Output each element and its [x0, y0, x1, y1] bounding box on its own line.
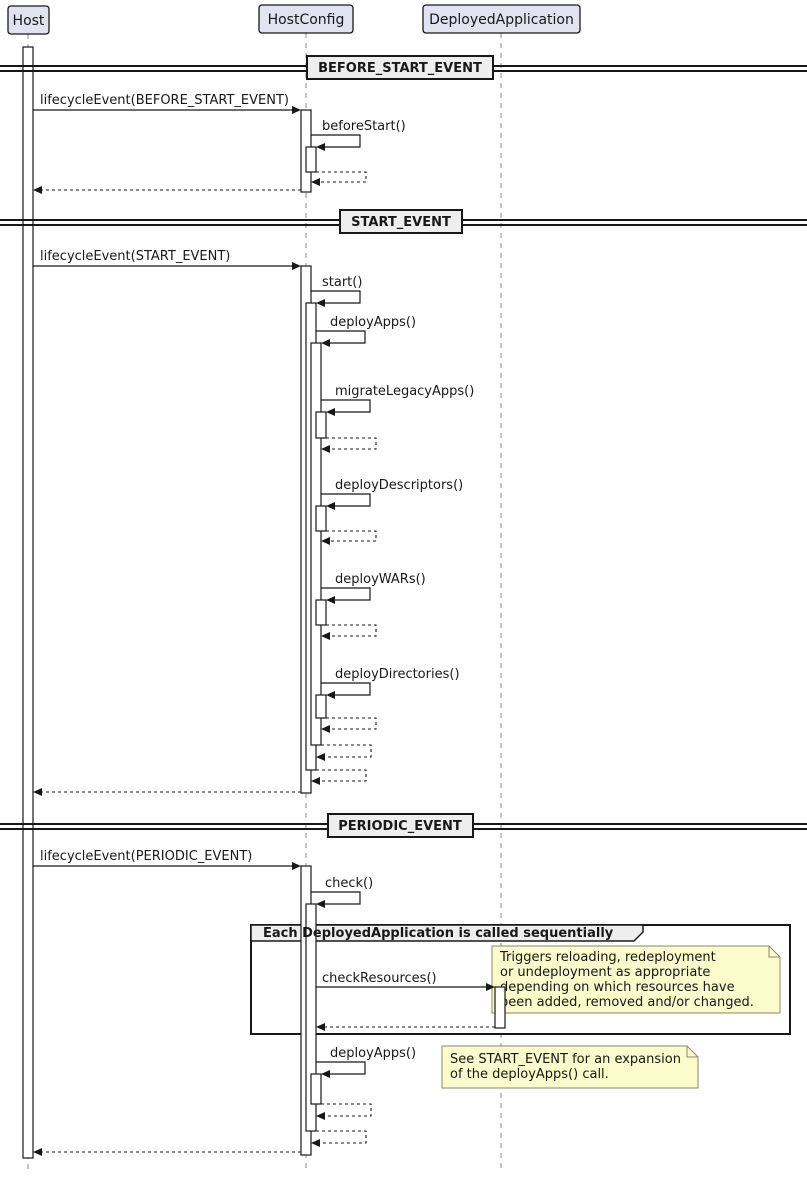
- message-start-self: start(): [311, 275, 362, 307]
- participant-deployedapplication: DeployedApplication: [422, 4, 581, 34]
- return-to-host-periodic: [33, 1148, 301, 1156]
- message-label: start(): [322, 275, 362, 290]
- note-fold: [686, 1046, 698, 1058]
- note-fold: [768, 946, 780, 958]
- activation-bar-host: [22, 46, 34, 1159]
- activation-bar-deployedapplication: [494, 986, 506, 1029]
- group-label: Each DeployedApplication is called seque…: [263, 926, 614, 941]
- participant-box: [258, 4, 354, 34]
- participant-box: [422, 4, 581, 34]
- message-checkresources: checkResources(): [316, 971, 495, 991]
- participant-host: Host: [7, 5, 50, 35]
- note-body: [441, 1045, 699, 1089]
- return-to-host-start: [33, 788, 301, 796]
- note-line: Triggers reloading, redeployment: [499, 950, 716, 965]
- message-beforestart-self: beforeStart(): [311, 119, 406, 151]
- message-label: check(): [325, 876, 373, 891]
- message-label: lifecycleEvent(BEFORE_START_EVENT): [40, 93, 289, 108]
- message-deploydirectories-self: deployDirectories(): [321, 667, 460, 699]
- participant-box: [7, 5, 50, 35]
- return-check: [311, 1130, 367, 1147]
- return-to-host-before: [33, 186, 301, 194]
- message-label: deployWARs(): [335, 572, 426, 587]
- return-deploydirectories: [321, 717, 377, 733]
- return-deploywars: [321, 624, 377, 640]
- divider-label: START_EVENT: [351, 215, 451, 230]
- group-frame-label: Each DeployedApplication is called seque…: [263, 926, 614, 941]
- return-deployapps-periodic: [316, 1103, 372, 1120]
- message-deploydescriptors-self: deployDescriptors(): [321, 478, 463, 510]
- message-check-self: check(): [311, 876, 373, 908]
- message-deploywars-self: deployWARs(): [321, 572, 426, 604]
- activation-bar-deploydescriptors: [315, 505, 327, 532]
- message-label: deployApps(): [330, 1046, 416, 1061]
- message-label: lifecycleEvent(START_EVENT): [40, 249, 230, 264]
- activation-bar-deploydirectories: [315, 694, 327, 719]
- divider-box: [327, 813, 474, 838]
- participant-label: Host: [13, 13, 45, 29]
- message-lifecycle-periodic: lifecycleEvent(PERIODIC_EVENT): [33, 849, 301, 870]
- divider-start-event: START_EVENT: [0, 209, 807, 234]
- message-migratelegacyapps-self: migrateLegacyApps(): [321, 384, 474, 416]
- activation-bar-deployapps-periodic: [310, 1073, 322, 1105]
- message-lifecycle-start: lifecycleEvent(START_EVENT): [33, 249, 301, 270]
- note-line: depending on which resources have: [500, 980, 735, 995]
- group-frame-header: [250, 924, 644, 942]
- divider-box: [306, 55, 494, 80]
- return-migratelegacyapps: [321, 437, 377, 453]
- return-deployapps: [316, 744, 372, 761]
- note-line: or undeployment as appropriate: [500, 965, 710, 980]
- message-label: beforeStart(): [322, 119, 406, 134]
- return-beforestart-self: [311, 171, 367, 186]
- return-start: [311, 769, 367, 785]
- note-see-start-event: See START_EVENT for an expansion of the …: [441, 1045, 699, 1089]
- activation-bar-deployapps: [310, 342, 322, 746]
- divider-periodic-event: PERIODIC_EVENT: [0, 813, 807, 838]
- return-checkresources: [316, 1023, 495, 1031]
- activation-bar-migratelegacyapps: [315, 411, 327, 439]
- participant-label: DeployedApplication: [429, 12, 574, 28]
- message-label: deployApps(): [330, 315, 416, 330]
- activation-bar-check: [305, 903, 317, 1132]
- note-line: See START_EVENT for an expansion: [450, 1052, 681, 1067]
- message-lifecycle-before-start: lifecycleEvent(BEFORE_START_EVENT): [33, 93, 301, 114]
- participant-hostconfig: HostConfig: [258, 4, 354, 34]
- message-deployapps-periodic-self: deployApps(): [316, 1046, 416, 1078]
- activation-bar-beforestart: [305, 146, 317, 173]
- divider-label: PERIODIC_EVENT: [338, 819, 462, 834]
- group-frame-sequential: [250, 924, 791, 1035]
- note-check-resources: Triggers reloading, redeployment or unde…: [491, 945, 781, 1014]
- divider-before-start-event: BEFORE_START_EVENT: [0, 55, 807, 80]
- message-label: deployDescriptors(): [335, 478, 463, 493]
- note-body: [491, 945, 781, 1014]
- divider-box: [339, 209, 463, 234]
- activation-bar-deploywars: [315, 599, 327, 626]
- message-label: migrateLegacyApps(): [335, 384, 474, 399]
- note-line: been added, removed and/or changed.: [500, 995, 754, 1010]
- note-line: of the deployApps() call.: [450, 1067, 609, 1082]
- participant-label: HostConfig: [268, 12, 345, 28]
- return-deploydescriptors: [321, 530, 377, 545]
- message-label: lifecycleEvent(PERIODIC_EVENT): [40, 849, 252, 864]
- message-label: deployDirectories(): [335, 667, 460, 682]
- message-deployapps-self: deployApps(): [316, 315, 416, 347]
- message-label: checkResources(): [322, 971, 437, 986]
- divider-label: BEFORE_START_EVENT: [318, 61, 482, 76]
